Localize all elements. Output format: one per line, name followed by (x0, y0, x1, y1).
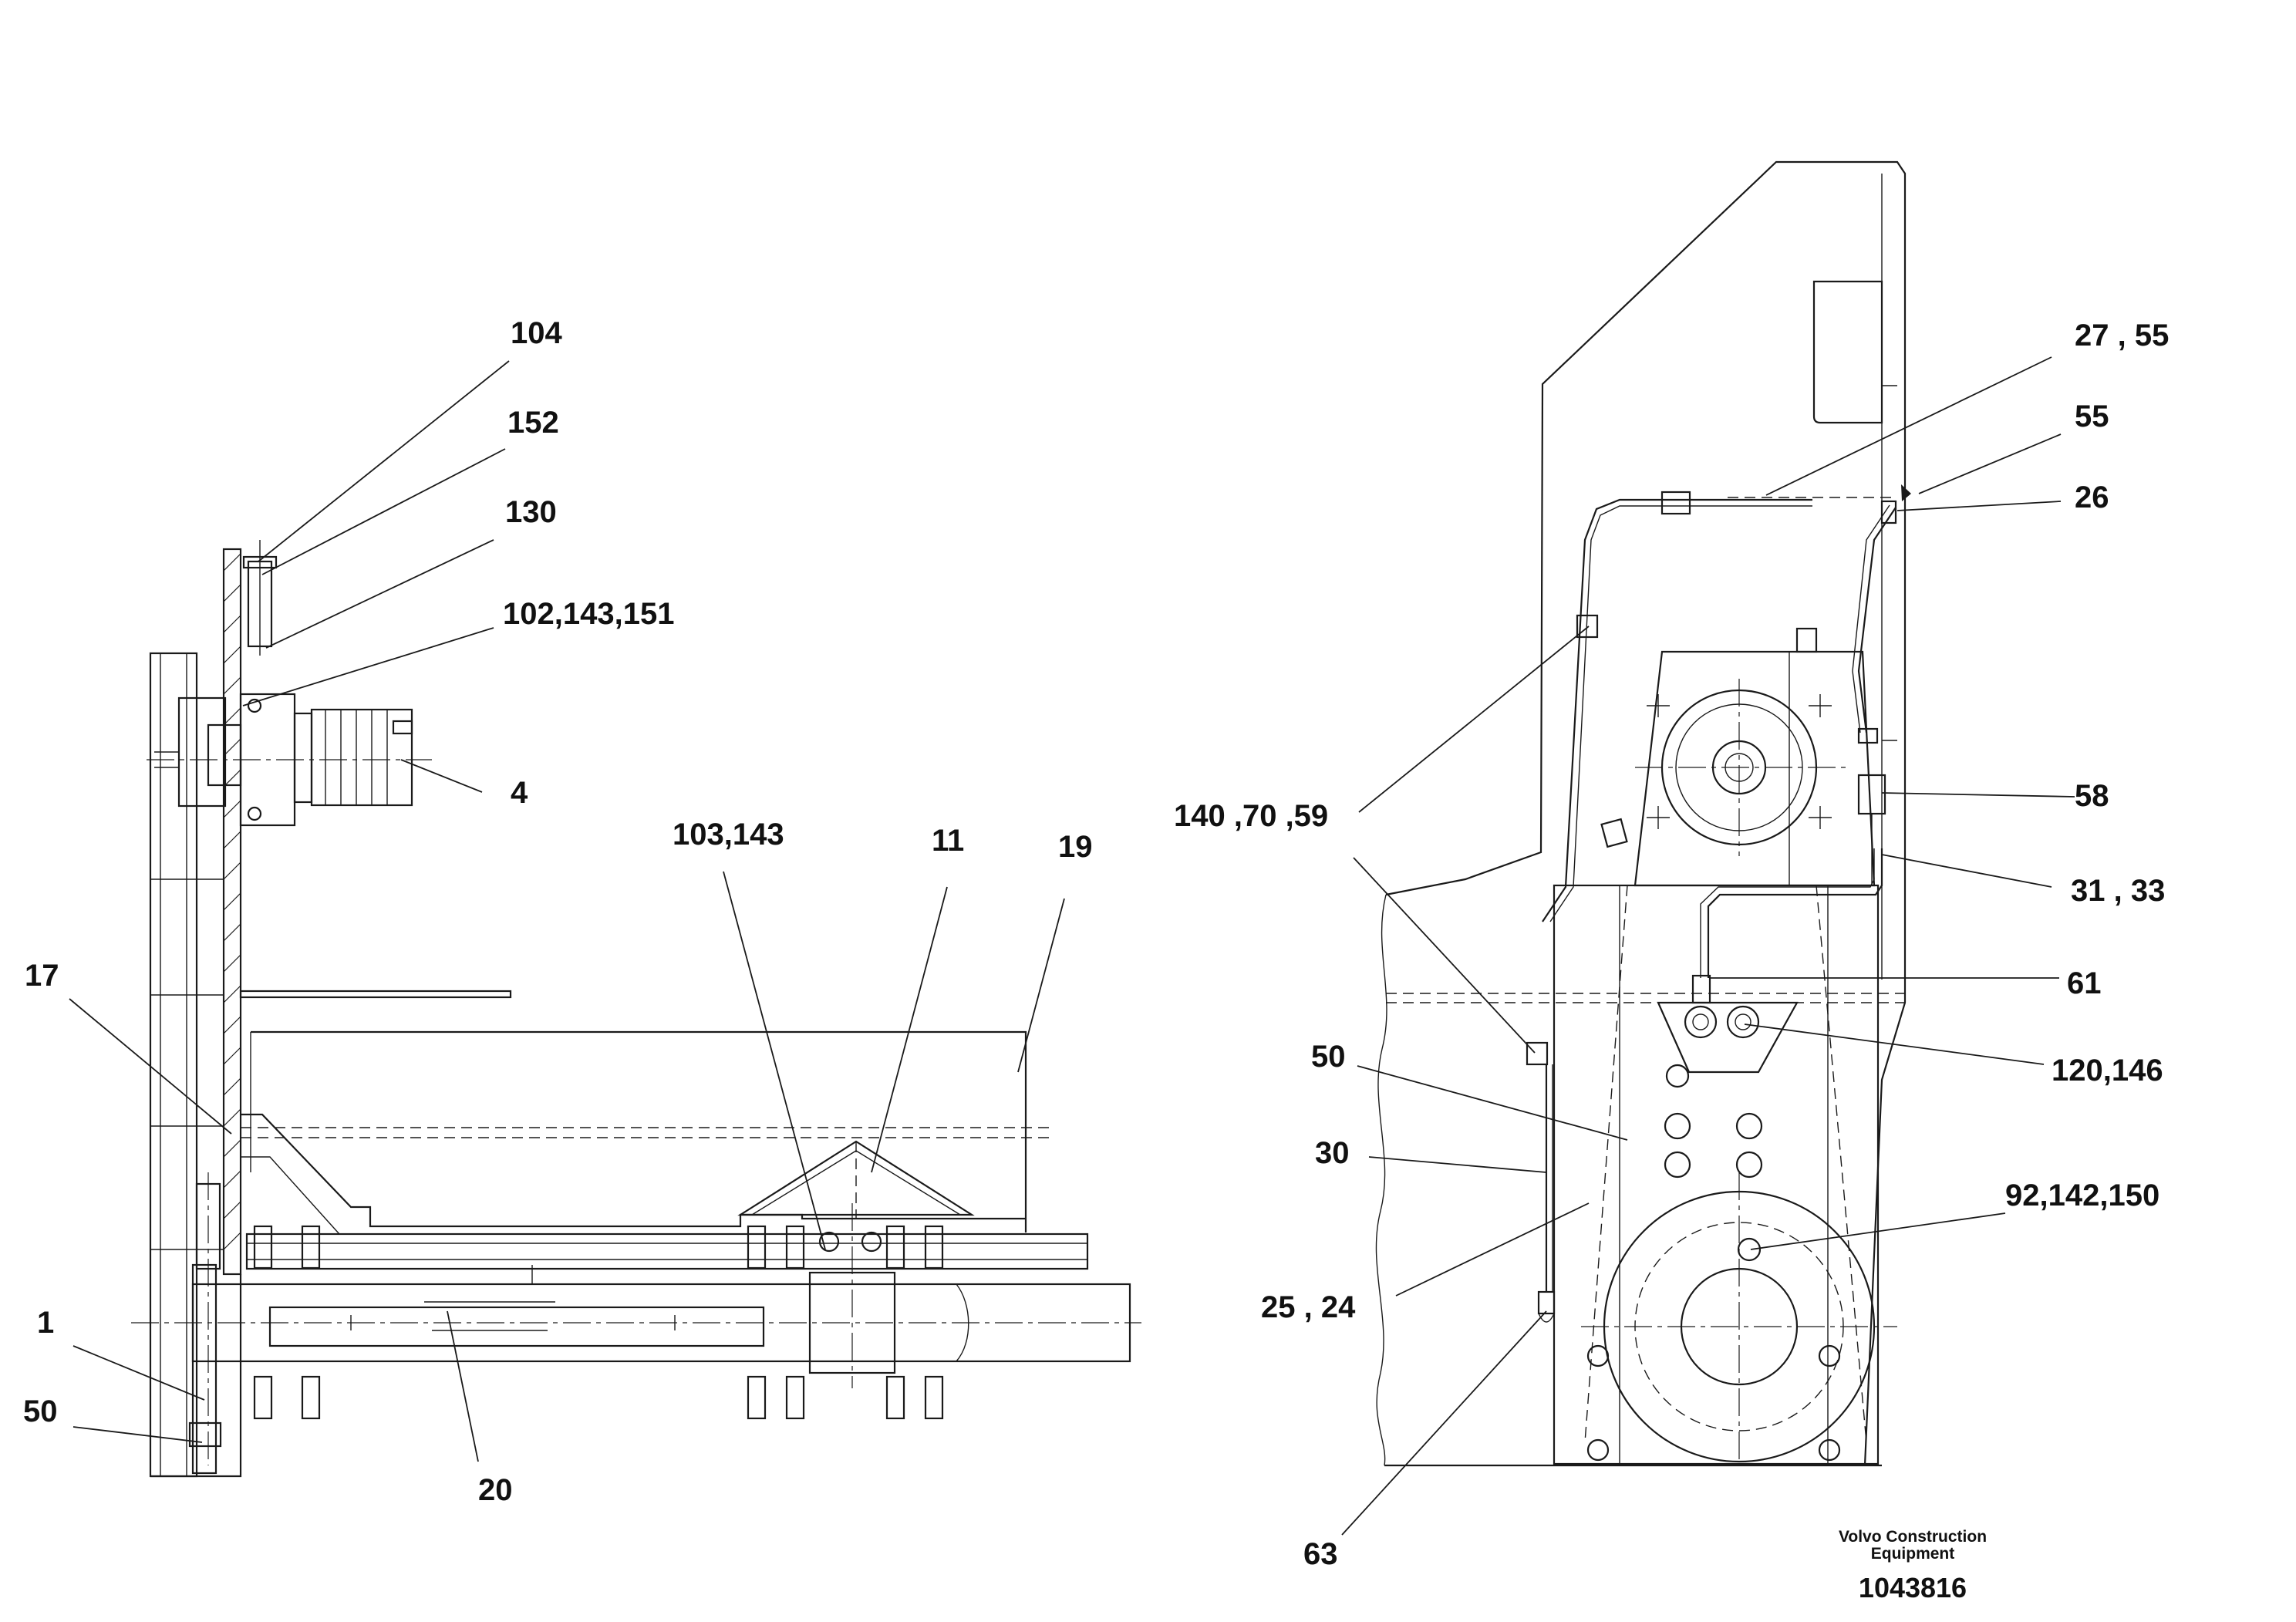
callout-50-left: 50 (23, 1394, 58, 1428)
left-view-geometry (131, 540, 1141, 1478)
chain-links-top (253, 1225, 944, 1270)
company-name-line2: Equipment (1870, 1545, 1955, 1563)
company-name-line1: Volvo Construction (1838, 1528, 1988, 1546)
callout-130: 130 (505, 495, 557, 529)
chain-links-bottom (253, 1375, 944, 1420)
callout-140-70-59: 140 ,70 ,59 (1174, 799, 1329, 833)
callout-20: 20 (478, 1473, 513, 1507)
callout-50-right: 50 (1311, 1040, 1346, 1074)
callout-61: 61 (2067, 966, 2102, 1000)
callout-104: 104 (511, 316, 562, 350)
callout-1: 1 (37, 1306, 55, 1340)
adjustment-holes (1664, 1064, 1763, 1262)
callout-30: 30 (1315, 1136, 1350, 1170)
hydraulic-motor (147, 693, 432, 827)
callout-27-55: 27 , 55 (2075, 319, 2170, 352)
callout-120-146: 120,146 (2052, 1054, 2163, 1088)
right-view-geometry (1375, 160, 1911, 1467)
callout-103-143: 103,143 (673, 818, 784, 851)
callout-152: 152 (507, 406, 559, 440)
callout-11: 11 (932, 824, 965, 858)
callout-17: 17 (25, 959, 59, 993)
callout-63: 63 (1303, 1537, 1338, 1571)
callout-102-143-151: 102,143,151 (503, 597, 675, 631)
callout-25-24: 25 , 24 (1261, 1290, 1356, 1324)
callout-55: 55 (2075, 400, 2109, 433)
lower-drum (1581, 1172, 1897, 1465)
wall-hatching (223, 553, 241, 1250)
callout-92-142-150: 92,142,150 (2005, 1179, 2160, 1212)
upper-pulley (1635, 679, 1847, 856)
callout-4: 4 (511, 776, 528, 810)
leader-lines (69, 356, 2075, 1536)
callout-26: 26 (2075, 481, 2109, 514)
callout-19: 19 (1058, 830, 1093, 864)
callout-31-33: 31 , 33 (2071, 874, 2166, 908)
document-number: 1043816 (1858, 1572, 1967, 1604)
title-block: Volvo Construction Equipment 1043816 (1797, 1528, 2028, 1604)
callout-58: 58 (2075, 779, 2109, 813)
